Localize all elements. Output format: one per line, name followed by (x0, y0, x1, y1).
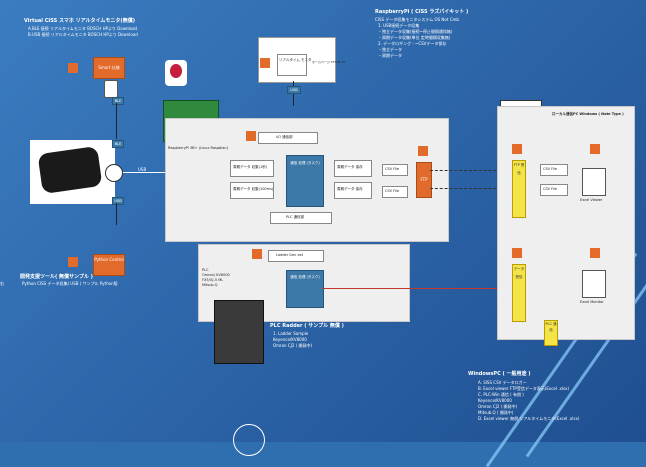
step-marker (590, 248, 600, 258)
rpi-line-2: ・独立データ収集(接続~停止間隔通知無) (378, 29, 453, 34)
ftp-link (430, 170, 506, 172)
windows-title: ローカル通信PC Windows ( Note Type ) (552, 112, 624, 116)
usb-connection-line (123, 172, 168, 173)
plc-line-1: Keyence/KV8000 (273, 337, 307, 342)
plc-comm-label: PLC 通信部 (286, 215, 305, 219)
plc-line-0: 1. Ladder Sample (273, 331, 309, 336)
page-indicator-circle (233, 424, 265, 456)
data-block-1 (230, 160, 274, 177)
phone-link (116, 103, 117, 139)
plc-ladder-title: PLC Radder ( サンプル 無償 ) (270, 323, 344, 329)
monitor-sub-label: ホームページ VTS-M 17 (312, 60, 346, 64)
csv-file-2-label: CSV File (385, 189, 400, 193)
plc-spec-2: FX5/iQ-5 ML (202, 278, 224, 282)
excel-monitor-icon (582, 270, 606, 298)
ble-tag-2: BLE (112, 140, 124, 148)
plc-comm-link (322, 288, 506, 289)
excel-viewer-label: Excel Viewer (580, 198, 603, 202)
rpi-line-5: ・独立データ (378, 47, 402, 52)
step-marker (252, 249, 262, 259)
usb-hub-tag: USB (287, 86, 301, 94)
virtual-ciss-title: Virtual CISS スマホ リアルタイムモニタ(無償) (24, 18, 136, 24)
win-line-0: A. SISS CSV データロガー (478, 380, 527, 385)
virtual-ciss-line-a: A.BLE 接続 リアルタイムモニタ BOSCH HPより Download (28, 26, 138, 31)
ftp-block: FTP (416, 162, 432, 198)
plc-processing-chip: 通信 処理 (タスク) (286, 270, 324, 308)
port-circle (105, 164, 123, 182)
step-marker (512, 144, 522, 154)
plc-spec-3: Mitsub.Q (202, 283, 218, 287)
data-block-3 (334, 160, 372, 177)
rpi-line-6: ・周期データ (378, 53, 402, 58)
ftp-link-2 (430, 188, 506, 190)
win-line-1: B. Excel viewer FTP受信データ表示(Excel .xlsx) (478, 386, 570, 391)
usb-tag: USB (112, 197, 124, 205)
csv-file-1-label: CSV File (385, 167, 400, 171)
side-label: 右 (0, 281, 4, 286)
rpi-line-3: ・周期データ収集(単位 定時間隔収集無) (378, 35, 451, 40)
excel-monitor-label: Excel Monitor (580, 300, 604, 304)
io-module-label: I/O 通信部 (276, 135, 293, 139)
plc-line-2: Omron CJ2 ( 開発中) (273, 343, 313, 348)
excel-viewer-icon (582, 168, 606, 196)
win-line-5: Mitsub.Q ( 開発中) (478, 410, 514, 415)
win-line-3: Keyence/KV8000 (478, 398, 512, 403)
processing-chip: 通信 処理 (タスク) (286, 155, 324, 207)
step-marker (260, 58, 270, 68)
ladder-label: Ladder Gen ext (276, 253, 303, 257)
dev-tools-note: Python CISS データ収集( USB ) サンプル Python版 (22, 281, 118, 286)
rpi-line-1: 1. USB接続データ収集 (378, 23, 420, 28)
ladder-module (268, 250, 324, 262)
windows-pc-title: WindowsPC ( 一般用途 ) (468, 371, 531, 377)
plc-spec-0: PLC (202, 268, 209, 272)
raspberry-logo-icon (170, 64, 182, 78)
rpi-line-0: CISS データ収集モニタシステム OS Not Cmb (375, 17, 459, 22)
win-line-6: D. Excel viewer 無償 リアルタイムモニタ(Excel .xlsx… (478, 416, 580, 421)
dev-tools-title: 開発支援ツール( 無償サンプル ) (20, 274, 93, 280)
io-module (258, 132, 318, 144)
rpi-label: RaspberryPi 3B+ (Linux Raspbian) (168, 146, 228, 150)
plc-comm-module (270, 212, 332, 224)
csv-file-box-2 (540, 184, 568, 196)
monitor-label: リアルタイム モニタ (279, 58, 312, 62)
rpi-line-4: 2. データロギング : ~CSVデータ保存 (378, 41, 447, 46)
usb-line-label: USB (138, 167, 147, 172)
smart-phone-box: Smart 仕様 (93, 57, 125, 79)
ciss-sensor-icon (37, 146, 103, 194)
data-block-3-label: 周期データ 保存 (337, 165, 363, 169)
raspberrypi-title: RaspberryPi ( CISS ラズパイキット ) (375, 9, 469, 15)
step-marker (512, 248, 522, 258)
plc-comm-box: PLC 通信 (544, 320, 558, 346)
csv-label-1: CSV File (543, 167, 558, 171)
data-block-2-label: 周期データ 収集(100ms) (233, 187, 274, 191)
csv-file-block-2 (382, 186, 408, 198)
data-block-2 (230, 182, 274, 199)
phone-icon (104, 80, 118, 98)
plc-spec-1: Omron/ KV8000 (202, 273, 230, 277)
ble-tag: BLE (112, 97, 124, 105)
win-line-4: Omron CJ2 ( 開発中) (478, 404, 518, 409)
data-block-1-label: 周期データ 収集(1秒) (233, 165, 268, 169)
usb-link (116, 203, 117, 225)
win-line-2: C. PLC-Win 通信 ( 有償 ) (478, 392, 524, 397)
monitor-screen (277, 54, 307, 76)
step-marker (418, 146, 428, 156)
csv-label-2: CSV File (543, 187, 558, 191)
step-marker (590, 144, 600, 154)
data-block-4-label: 周期データ 保存 (337, 187, 363, 191)
virtual-ciss-line-b: B.USB 接続 リアルタイムモニタ BOSCH HPより Download (28, 32, 138, 37)
python-control-box: Python Control (93, 254, 125, 276)
ftp-receive-box: FTP 受信 (512, 160, 526, 218)
plc-device-icon (214, 300, 264, 364)
data-receive-box: データ 受信 (512, 264, 526, 322)
step-marker (68, 63, 78, 73)
step-marker (246, 131, 256, 141)
step-marker (68, 257, 78, 267)
csv-file-box-1 (540, 164, 568, 176)
data-block-4 (334, 182, 372, 199)
csv-file-block-1 (382, 164, 408, 176)
